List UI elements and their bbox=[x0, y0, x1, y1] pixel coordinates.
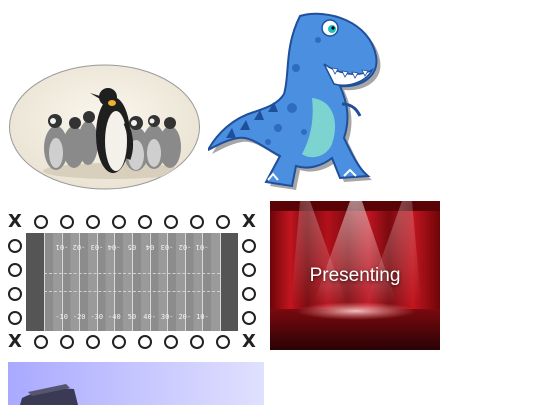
o-mark bbox=[134, 331, 156, 353]
yard-line bbox=[79, 233, 81, 331]
right-endzone bbox=[220, 233, 238, 331]
yard-number: 50 bbox=[127, 313, 137, 321]
o-mark bbox=[134, 211, 156, 233]
dinosaur-icon bbox=[205, 12, 381, 190]
o-mark bbox=[4, 283, 26, 305]
yard-line bbox=[220, 233, 221, 331]
o-mark bbox=[56, 211, 78, 233]
o-mark bbox=[82, 331, 104, 353]
o-mark bbox=[212, 331, 234, 353]
left-endzone bbox=[26, 233, 44, 331]
yard-number: 05 bbox=[127, 243, 137, 251]
o-mark bbox=[186, 331, 208, 353]
o-mark bbox=[30, 331, 52, 353]
yard-number: -03 bbox=[90, 243, 104, 251]
yard-number: 40- bbox=[143, 313, 156, 321]
o-mark bbox=[4, 235, 26, 257]
yard-number: -40 bbox=[108, 313, 121, 321]
yard-number: -02 bbox=[178, 243, 192, 251]
yard-number: -20 bbox=[72, 313, 86, 321]
x-mark: X bbox=[8, 331, 22, 352]
stage-image: Presenting bbox=[270, 201, 440, 350]
o-mark bbox=[238, 259, 260, 281]
o-mark bbox=[186, 211, 208, 233]
yard-number: -03 bbox=[160, 243, 174, 251]
yard-number: -30 bbox=[90, 313, 104, 321]
x-mark: X bbox=[8, 211, 22, 232]
yard-number: 30- bbox=[160, 313, 174, 321]
yard-line bbox=[202, 233, 204, 331]
yard-line bbox=[149, 233, 151, 331]
penguins-image bbox=[8, 63, 201, 191]
stage-caption: Presenting bbox=[309, 265, 401, 286]
airplane-icon bbox=[20, 384, 78, 405]
yard-number: 20- bbox=[178, 313, 192, 321]
o-mark bbox=[108, 211, 130, 233]
yard-number: 10- bbox=[196, 313, 209, 321]
yard-line bbox=[167, 233, 169, 331]
o-mark bbox=[4, 259, 26, 281]
penguin-group-icon bbox=[43, 88, 183, 179]
yard-line bbox=[61, 233, 63, 331]
yard-number: -02 bbox=[72, 243, 86, 251]
football-field-image: X X X X -01 -02 -03 -04 05 04 -03 -02 -01 -10 -20 -30-… bbox=[4, 211, 260, 353]
o-mark bbox=[4, 307, 26, 329]
yard-number: -01 bbox=[196, 243, 209, 251]
o-mark bbox=[238, 235, 260, 257]
yard-number: -01 bbox=[55, 243, 68, 251]
o-mark bbox=[160, 331, 182, 353]
o-mark bbox=[160, 211, 182, 233]
yard-line bbox=[44, 233, 45, 331]
spotlight-stage-icon bbox=[270, 201, 440, 350]
o-mark bbox=[238, 283, 260, 305]
yard-line bbox=[132, 233, 133, 331]
dinosaur-image bbox=[205, 8, 394, 192]
airplane-image bbox=[8, 362, 264, 405]
x-mark: X bbox=[242, 331, 256, 352]
field-turf: -01 -02 -03 -04 05 04 -03 -02 -01 -10 -20 -30 -40 50 4… bbox=[26, 233, 238, 331]
yard-line bbox=[184, 233, 186, 331]
o-mark bbox=[30, 211, 52, 233]
yard-line bbox=[96, 233, 98, 331]
o-mark bbox=[56, 331, 78, 353]
yard-number: -10 bbox=[55, 313, 68, 321]
o-mark bbox=[108, 331, 130, 353]
yard-number: 04 bbox=[145, 243, 154, 251]
o-mark bbox=[238, 307, 260, 329]
yard-number: -04 bbox=[108, 243, 121, 251]
o-mark bbox=[82, 211, 104, 233]
x-mark: X bbox=[242, 211, 256, 232]
yard-line bbox=[114, 233, 116, 331]
o-mark bbox=[212, 211, 234, 233]
